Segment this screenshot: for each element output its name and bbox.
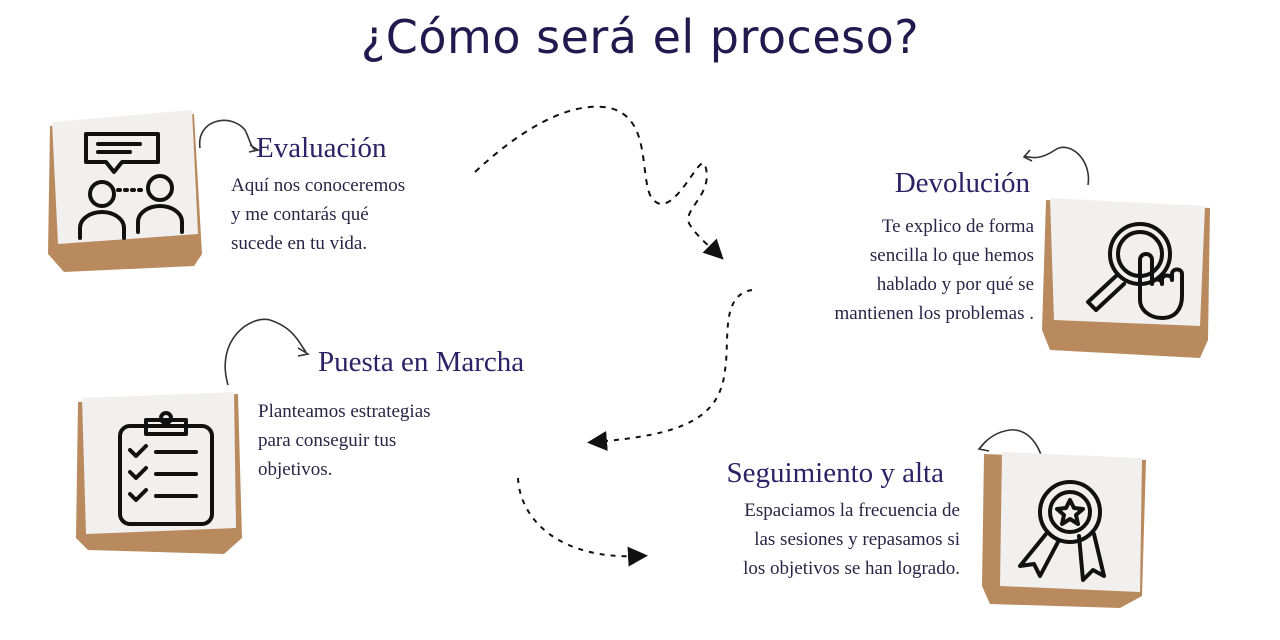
card-seguimiento-y-alta: [980, 446, 1150, 610]
flow-arrow-3: [517, 477, 648, 567]
step-text-puesta-en-marcha: Planteamos estrategias para conseguir tu…: [258, 401, 431, 480]
card-puesta-en-marcha: [74, 388, 244, 556]
step-heading-seguimiento: Seguimiento y alta: [726, 457, 944, 489]
step-heading-devolucion: Devolución: [894, 167, 1030, 199]
step-text-seguimiento: Espaciamos la frecuencia de las sesiones…: [743, 500, 960, 579]
curl-arrow-puesta: [224, 318, 307, 386]
step-text-evaluacion: Aquí nos conoceremos y me contarás qué s…: [231, 175, 406, 254]
flow-arrow-2: [587, 289, 753, 451]
step-heading-puesta-en-marcha: Puesta en Marcha: [318, 346, 525, 378]
step-text-devolucion: Te explico de forma sencilla lo que hemo…: [834, 216, 1034, 324]
flow-arrow-1: [474, 105, 724, 260]
conversation-icon: [78, 132, 184, 240]
award-ribbon-icon: [1018, 480, 1106, 582]
card-evaluacion: [44, 104, 204, 272]
curl-arrow-evaluacion: [199, 119, 256, 151]
curl-arrow-devolucion: [1023, 146, 1090, 186]
card-devolucion: [1040, 190, 1215, 360]
magnifier-hand-icon: [1086, 222, 1184, 320]
clipboard-checklist-icon: [118, 411, 214, 526]
step-heading-evaluacion: Evaluación: [256, 132, 387, 164]
page-title: ¿Cómo será el proceso?: [360, 10, 920, 64]
